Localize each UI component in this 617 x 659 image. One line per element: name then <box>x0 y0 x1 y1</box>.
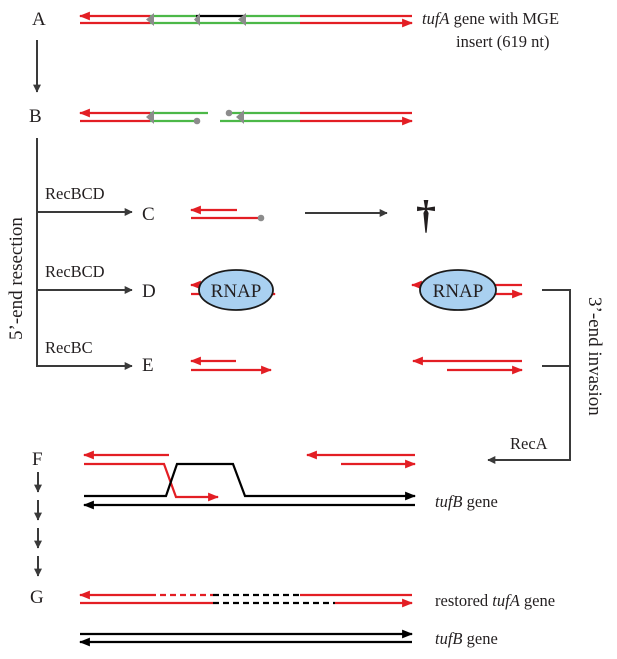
row-b: B <box>29 106 414 127</box>
resection-side-label: 5’-end resection <box>6 217 27 340</box>
gray-triangle-icon <box>236 110 244 124</box>
row-g-restored-label: restored tufA gene <box>435 591 555 610</box>
row-e: RecBC E <box>45 338 524 376</box>
row-a: A tufA gene with MGE insert (619 nt) <box>32 9 559 51</box>
row-f-gene-label: tufB gene <box>435 492 498 511</box>
rnap-ellipse-icon <box>198 269 274 311</box>
gray-triangle-icon <box>146 13 154 26</box>
row-f-tufb-italic: tufB <box>435 492 463 511</box>
row-a-tufa-italic: tufA <box>422 9 450 28</box>
rnap-ellipse-icon <box>419 269 497 311</box>
row-f-left-invading-red <box>84 462 220 502</box>
gray-triangle-icon <box>194 13 200 26</box>
gray-circle-site-icon <box>193 117 201 125</box>
gray-circle-site-icon <box>225 109 233 117</box>
row-g-tufb-label: tufB gene <box>435 629 498 648</box>
row-g-tufb-italic: tufB <box>435 629 463 648</box>
invasion-bracket <box>487 289 571 464</box>
reca-label: RecA <box>510 434 548 453</box>
row-f: F tufB gene <box>32 449 498 511</box>
row-f-gene-rest: gene <box>463 492 498 511</box>
row-g: G restored tufA gene tufB gene <box>30 587 555 648</box>
row-b-letter: B <box>29 106 42 127</box>
invasion-side-label: 3’-end invasion <box>584 297 605 416</box>
row-g-letter: G <box>30 587 44 608</box>
gray-triangle-icon <box>238 13 246 26</box>
row-c: RecBCD C † <box>45 184 436 237</box>
dagger-icon: † <box>416 192 436 237</box>
gray-circle-site-icon <box>257 214 265 222</box>
row-a-description-line2: insert (619 nt) <box>456 32 549 51</box>
row-d-letter: D <box>142 281 156 302</box>
gray-triangle-icon <box>146 110 154 124</box>
row-a-description-line1: tufA gene with MGE <box>422 9 559 28</box>
row-c-enzyme: RecBCD <box>45 184 105 203</box>
row-d-enzyme: RecBCD <box>45 262 105 281</box>
row-g-restored-rest: gene <box>520 591 555 610</box>
row-f-letter: F <box>32 449 43 470</box>
row-d: RecBCD D RNAP RNAP <box>45 262 524 311</box>
row-e-enzyme: RecBC <box>45 338 93 357</box>
row-c-letter: C <box>142 204 155 225</box>
row-a-letter: A <box>32 9 46 30</box>
row-f-tufb-displaced-strand <box>84 462 417 501</box>
row-g-restored-prefix: restored <box>435 591 492 610</box>
row-g-restored-italic: tufA <box>492 591 520 610</box>
row-g-tufb-rest: gene <box>463 629 498 648</box>
rnap-right-label: RNAP <box>433 281 484 302</box>
row-e-letter: E <box>142 355 154 376</box>
rnap-left-label: RNAP <box>211 281 262 302</box>
row-a-desc-rest: gene with MGE <box>450 9 560 28</box>
